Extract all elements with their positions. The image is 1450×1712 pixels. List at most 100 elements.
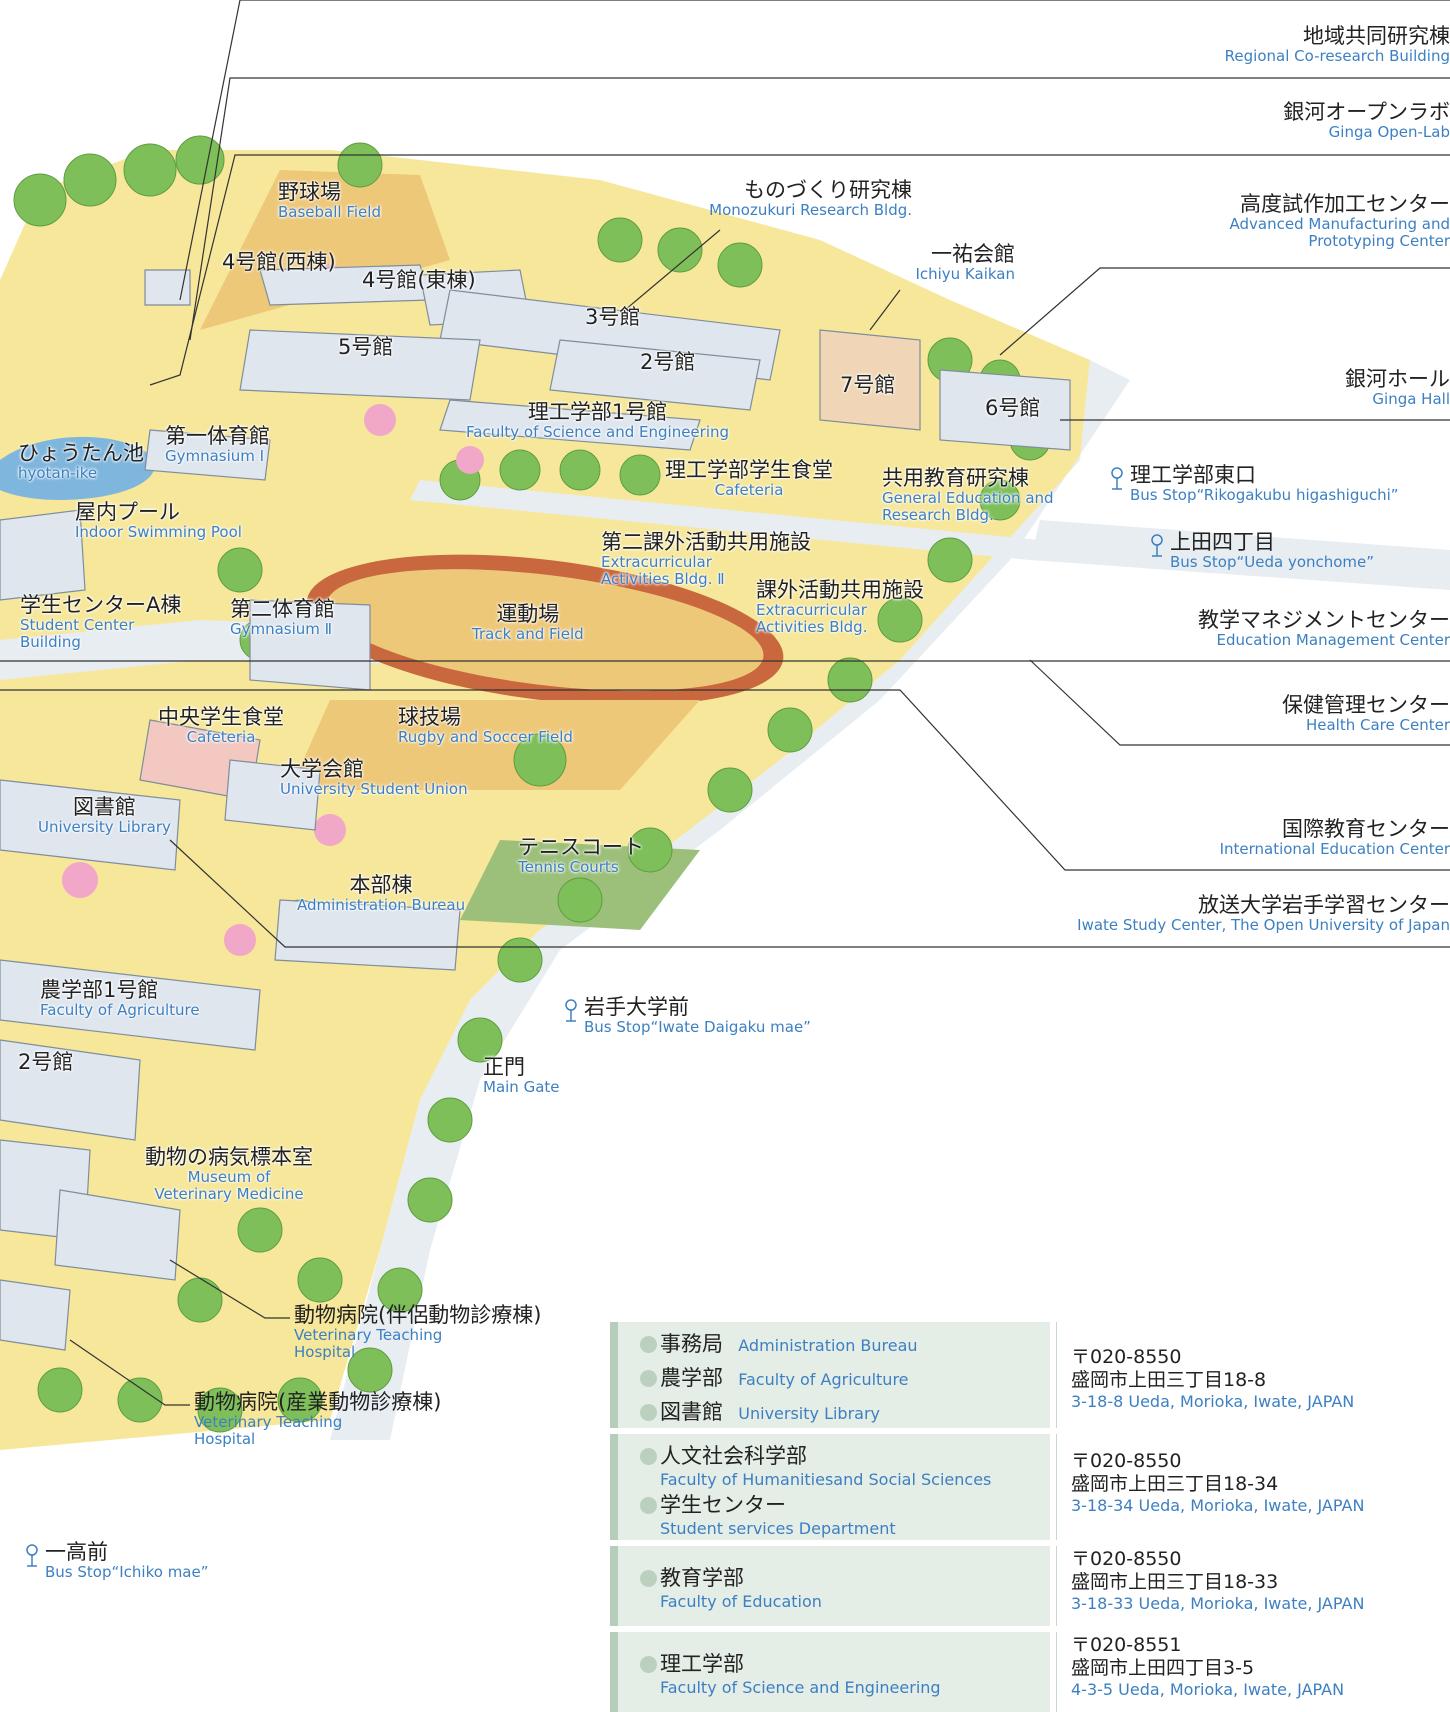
label-rugby-soccer-field: 球技場 Rugby and Soccer Field: [398, 705, 573, 747]
tree: [347, 1347, 393, 1393]
leader-regional: [179, 0, 1450, 301]
bus-stop-pin-icon: [1151, 534, 1163, 557]
label-tennis-courts: テニスコート Tennis Courts: [518, 835, 644, 877]
leader-intl: [0, 689, 1450, 871]
building-union: [224, 759, 321, 831]
tree: [499, 449, 541, 491]
tree: [979, 479, 1021, 521]
bullet-dot-icon: [640, 1570, 657, 1587]
unit-item: 人文社会科学部: [640, 1440, 991, 1470]
bullet-dot-icon: [640, 1656, 657, 1673]
tree: [237, 1207, 283, 1253]
label-track-and-field: 運動場 Track and Field: [472, 602, 584, 644]
building-fse1: [439, 399, 701, 451]
label-fse-cafeteria: 理工学部学生食堂 Cafeteria: [665, 458, 833, 500]
internal-road-2: [410, 480, 1040, 560]
label-bus-stop-ichiko: 一高前 Bus Stop“Ichiko mae”: [26, 1540, 209, 1581]
tree: [597, 217, 643, 263]
bullet-dot-icon: [640, 1370, 657, 1387]
tree: [337, 142, 383, 188]
label-hyotan-pond: ひょうたん池 hyotan-ike: [18, 441, 144, 483]
leader-advanced: [149, 154, 1450, 386]
label-indoor-pool: 屋内プール Indoor Swimming Pool: [75, 500, 242, 542]
label-bus-stop-iwate-daigaku: 岩手大学前 Bus Stop“Iwate Daigaku mae”: [565, 995, 811, 1036]
unit-item: 学生センター: [640, 1489, 991, 1519]
tree: [297, 1257, 343, 1303]
building-6: [939, 369, 1071, 451]
baseball-field: [200, 170, 450, 330]
building-7: [819, 329, 921, 431]
label-open-university: 放送大学岩手学習センター Iwate Study Center, The Ope…: [1077, 893, 1450, 935]
bus-stop-pin-icon: [26, 1544, 38, 1567]
label-main-gate: 正門 Main Gate: [483, 1055, 560, 1097]
pond: [0, 436, 155, 500]
tree: [619, 454, 661, 496]
label-ginga-open-lab: 銀河オープンラボ Ginga Open-Lab: [1283, 100, 1450, 142]
blossom-tree: [364, 404, 396, 436]
tree: [827, 657, 873, 703]
bus-stop-pin-icon: [565, 999, 577, 1022]
building-5: [239, 329, 481, 401]
unit-item: 教育学部: [640, 1562, 822, 1592]
label-building-7: 7号館: [840, 373, 896, 397]
tree: [123, 143, 177, 197]
bus-stop-pin-icon: [1111, 467, 1123, 490]
building-library: [0, 779, 181, 871]
tree: [767, 707, 813, 753]
leader-6: [999, 267, 1450, 356]
tree: [177, 1277, 223, 1323]
label-gymnasium-1: 第一体育館 Gymnasium I: [165, 424, 270, 466]
label-fse-building-1: 理工学部1号館 Faculty of Science and Engineeri…: [466, 400, 730, 442]
ueda-road: [1030, 520, 1450, 590]
tree: [513, 733, 567, 787]
building-gym1: [144, 429, 271, 481]
leader-monozukuri: [624, 229, 721, 311]
bullet-dot-icon: [640, 1404, 657, 1421]
bullet-dot-icon: [640, 1497, 657, 1514]
building-pool: [0, 509, 86, 601]
label-education-management: 教学マネジメントセンター Education Management Center: [1198, 608, 1450, 650]
building-vet2: [0, 1279, 71, 1351]
label-bus-stop-ueda: 上田四丁目 Bus Stop“Ueda yonchome”: [1151, 530, 1374, 571]
label-extracurricular-2: 第二課外活動共用施設 Extracurricular Activities Bl…: [601, 530, 811, 589]
label-agriculture-2: 2号館: [18, 1050, 74, 1074]
label-building-4-west: 4号館(西棟): [222, 250, 336, 274]
address-units: 人文社会科学部 Faculty of Humanitiesand Social …: [610, 1434, 1050, 1540]
label-student-union: 大学会館 University Student Union: [280, 757, 468, 799]
label-building-3: 3号館: [585, 305, 641, 329]
address-detail: 〒020-8550 盛岡市上田三丁目18-34 3-18-34 Ueda, Mo…: [1056, 1434, 1411, 1540]
leader-vet1: [169, 1259, 290, 1319]
label-museum-veterinary: 動物の病気標本室 Museum of Veterinary Medicine: [145, 1145, 313, 1204]
address-row: 理工学部 Faculty of Science and Engineering …: [610, 1632, 1411, 1712]
label-ichiyu-kaikan: 一祐会館 Ichiyu Kaikan: [915, 242, 1015, 284]
tree: [657, 227, 703, 273]
unit-en-label: Faculty of Education: [660, 1592, 822, 1611]
tree: [427, 1097, 473, 1143]
tree: [497, 937, 543, 983]
leader-vet2: [69, 1339, 190, 1406]
address-row: 教育学部 Faculty of Education 〒020-8550 盛岡市上…: [610, 1546, 1411, 1626]
address-detail: 〒020-8550 盛岡市上田三丁目18-33 3-18-33 Ueda, Mo…: [1056, 1546, 1411, 1626]
tree: [407, 1177, 453, 1223]
leader-ginga-lab: [189, 77, 1450, 341]
tree: [627, 827, 673, 873]
blossom-tree: [456, 446, 484, 474]
leader-ichiyu: [869, 289, 901, 331]
label-monozukuri: ものづくり研究棟 Monozukuri Research Bldg.: [709, 178, 912, 220]
rugby-field: [290, 700, 700, 790]
unit-item: 図書館 University Library: [640, 1396, 918, 1430]
tree: [63, 153, 117, 207]
building-2: [549, 339, 761, 411]
tree: [559, 449, 601, 491]
label-gymnasium-2: 第二体育館 Gymnasium Ⅱ: [230, 597, 335, 639]
address-units: 教育学部 Faculty of Education: [610, 1546, 1050, 1626]
tree: [37, 1367, 83, 1413]
label-health-care: 保健管理センター Health Care Center: [1282, 693, 1450, 735]
leader-health: [1029, 659, 1450, 746]
bullet-dot-icon: [640, 1448, 657, 1465]
tree: [377, 1267, 423, 1313]
address-detail: 〒020-8551 盛岡市上田四丁目3-5 4-3-5 Ueda, Moriok…: [1056, 1632, 1411, 1712]
label-agriculture-1: 農学部1号館 Faculty of Agriculture: [40, 978, 200, 1020]
building-regional: [144, 269, 191, 306]
